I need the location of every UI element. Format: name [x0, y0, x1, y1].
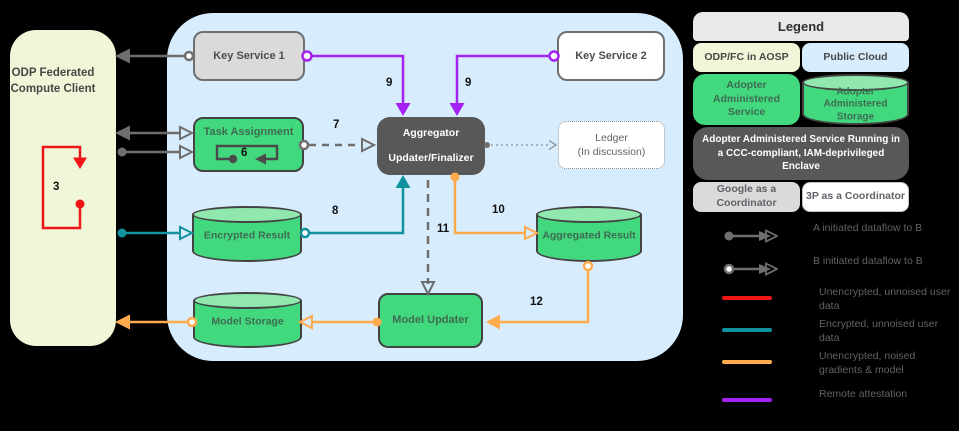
flow-label: Unencrypted, unnoised user data — [819, 286, 951, 312]
node-model-storage: Model Storage — [193, 292, 302, 348]
step-9b: 9 — [465, 77, 472, 89]
cylinder-top — [536, 206, 642, 223]
node-key-service-2: Key Service 2 — [557, 31, 665, 81]
step-3: 3 — [53, 181, 60, 193]
legend-public-cloud: Public Cloud — [802, 43, 909, 72]
step-10: 10 — [492, 204, 505, 216]
legend-flow-encrypted-unnoised: Encrypted, unnoised user data — [722, 318, 959, 345]
b-initiated-arrow-icon — [723, 262, 778, 276]
node-model-updater: Model Updater — [378, 293, 483, 348]
legend-adopter-service: Adopter Administered Service — [693, 74, 800, 125]
node-aggregator: Aggregator Updater/Finalizer — [377, 117, 485, 175]
red-line-icon — [722, 296, 772, 300]
model-storage-label: Model Storage — [211, 315, 284, 328]
orange-line-icon — [722, 360, 772, 364]
legend-3p-coordinator: 3P as a Coordinator — [802, 182, 909, 212]
node-aggregated-result: Aggregated Result — [536, 206, 642, 262]
legend-flow-unencrypted-unnoised: Unencrypted, unnoised user data — [722, 286, 959, 313]
model-updater-label: Model Updater — [392, 314, 469, 327]
key-service-1-label: Key Service 1 — [213, 49, 285, 62]
aggregator-label-line2: Updater/Finalizer — [388, 151, 474, 164]
legend-google-coordinator: Google as a Coordinator — [693, 182, 800, 212]
step-6: 6 — [241, 147, 248, 159]
legend-adopter-storage: Adopter Administered Storage — [802, 74, 909, 125]
legend-odp-fc-aosp: ODP/FC in AOSP — [693, 43, 800, 72]
legend-title: Legend — [693, 12, 909, 41]
step-7: 7 — [333, 119, 340, 131]
cylinder-top — [193, 292, 302, 309]
legend-flow-a-initiated: A initiated dataflow to B — [722, 222, 953, 244]
legend-enclave: Adopter Administered Service Running in … — [693, 127, 909, 180]
aggregated-result-label: Aggregated Result — [542, 229, 636, 242]
flow-label: A initiated dataflow to B — [813, 222, 923, 234]
cylinder-top — [192, 206, 302, 223]
step-12: 12 — [530, 296, 543, 308]
flow-label: Remote attestation — [819, 388, 908, 400]
purple-line-icon — [722, 398, 772, 402]
node-key-service-1: Key Service 1 — [193, 31, 305, 81]
legend-flow-unencrypted-noised: Unencrypted, noised gradients & model — [722, 350, 959, 377]
node-encrypted-result: Encrypted Result — [192, 206, 302, 262]
cylinder-top — [802, 74, 909, 91]
ledger-label-line1: Ledger — [595, 131, 628, 144]
legend-flow-remote-attestation: Remote attestation — [722, 388, 959, 402]
ledger-label-line2: (In discussion) — [577, 146, 646, 158]
step-11: 11 — [437, 223, 450, 235]
node-ledger: Ledger (In discussion) — [558, 121, 665, 169]
encrypted-result-label: Encrypted Result — [203, 229, 291, 242]
teal-line-icon — [722, 328, 772, 332]
node-task-assignment: Task Assignment — [193, 117, 304, 172]
odp-client-title: ODP Federated Compute Client — [10, 67, 96, 95]
a-initiated-arrow-icon — [724, 229, 778, 243]
key-service-2-label: Key Service 2 — [575, 49, 647, 62]
aggregator-label-line1: Aggregator — [402, 126, 460, 139]
task-assignment-label: Task Assignment — [203, 126, 294, 138]
flow-label: B initiated dataflow to B — [813, 255, 923, 267]
legend-flow-b-initiated: B initiated dataflow to B — [722, 255, 953, 277]
flow-label: Unencrypted, noised gradients & model — [819, 350, 916, 376]
legend-adopter-storage-label: Adopter Administered Storage — [823, 86, 888, 122]
flow-label: Encrypted, unnoised user data — [819, 318, 939, 344]
step-9a: 9 — [386, 77, 393, 89]
step-8: 8 — [332, 205, 339, 217]
